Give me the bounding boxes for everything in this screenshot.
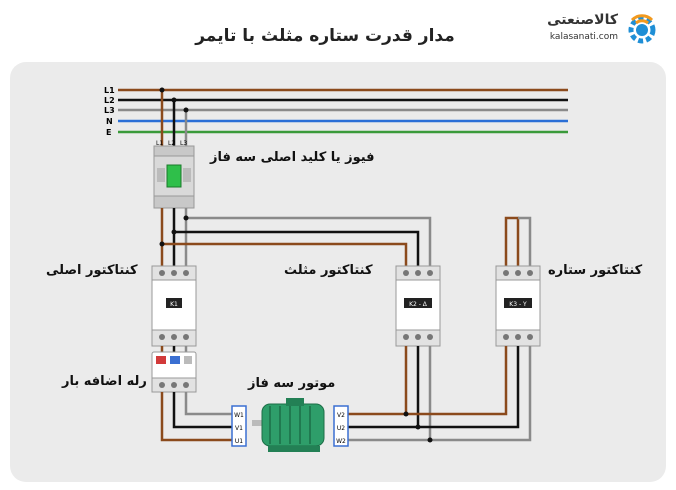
brand-logo: کالاصنعتی kalasanati.com [547, 8, 668, 48]
bus-drops [159, 87, 189, 146]
motor-feed-right [348, 346, 532, 443]
main-contactor: K1 [151, 265, 197, 347]
main-contactor-tag-plate [166, 298, 182, 308]
breaker-terminal-l3: L3 [180, 140, 187, 147]
overload-relay [151, 346, 197, 393]
terminal-v1: V1 [235, 425, 243, 432]
main-contactor-label: کنتاکتور اصلی [46, 263, 138, 278]
breaker-handle [166, 164, 182, 188]
header: مدار قدرت ستاره مثلث با تایمر کالاصنعتی … [0, 0, 676, 58]
terminal-v2: V2 [337, 412, 345, 419]
breaker-terminal-l2: L2 [168, 140, 175, 147]
bus-label-l3: L3 [104, 106, 115, 115]
fuse-label: فیوز یا کلید اصلی سه فاز [210, 150, 375, 165]
overload-relay-label: رله اضافه بار [62, 374, 147, 389]
motor-icon [252, 398, 325, 452]
main-contactor-tag: K1 [170, 301, 178, 308]
breaker-feed [159, 208, 432, 266]
breaker-terminal-l1: L1 [156, 140, 163, 147]
delta-contactor-tag: K2 - Δ [409, 301, 428, 308]
bus-label-l2: L2 [104, 96, 115, 105]
logo-url: kalasanati.com [549, 32, 618, 42]
page-title: مدار قدرت ستاره مثلث با تایمر [195, 26, 455, 46]
bus-label-l1: L1 [104, 86, 115, 95]
logo-name: کالاصنعتی [547, 12, 618, 28]
terminal-u2: U2 [337, 425, 345, 432]
star-contactor: K3 - Y [495, 265, 541, 347]
motor-terminal-left: W1 V1 U1 [231, 405, 247, 447]
terminal-w2: W2 [336, 438, 346, 445]
terminal-w1: W1 [234, 412, 244, 419]
power-bus: L1 L2 L3 N E [104, 86, 568, 137]
bus-label-n: N [106, 117, 113, 126]
main-breaker: L1 L2 L3 [153, 140, 195, 209]
motor-feed-left [160, 392, 232, 442]
bus-label-e: E [106, 128, 111, 137]
star-bridge [504, 216, 532, 266]
terminal-u1: U1 [235, 438, 243, 445]
star-contactor-tag: K3 - Y [509, 301, 527, 308]
delta-contactor-label: کنتاکتور مثلث [284, 263, 373, 278]
gear-wifi-icon [628, 14, 656, 44]
motor-label: موتور سه فاز [248, 376, 336, 391]
motor-terminal-right: V2 U2 W2 [333, 405, 349, 447]
star-contactor-label: کنتاکتور ستاره [548, 263, 643, 278]
delta-contactor: K2 - Δ [395, 265, 441, 347]
